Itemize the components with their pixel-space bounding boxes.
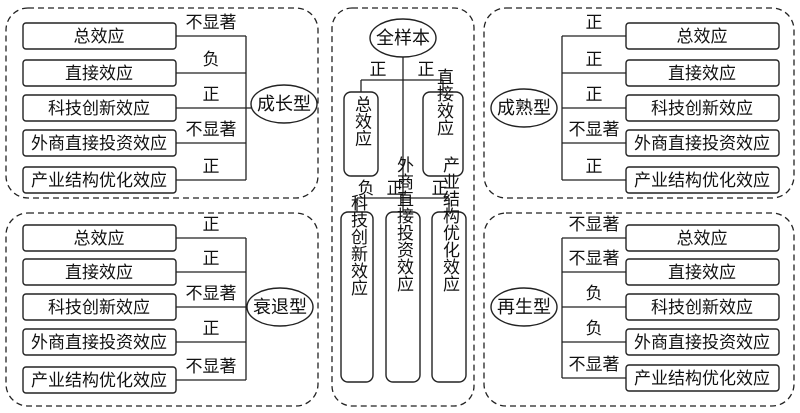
growth-label-2: 直接效应 <box>65 64 133 84</box>
regen-label-1: 总效应 <box>677 229 728 249</box>
decline-sign-4: 正 <box>203 319 220 339</box>
full-sample-label: 全样本 <box>376 28 430 49</box>
decline-sign-1: 正 <box>203 215 220 235</box>
growth-sign-4: 不显著 <box>186 120 237 140</box>
mature-type-node <box>490 88 558 128</box>
decline-box-3 <box>22 293 177 321</box>
regen-box-2 <box>625 258 780 286</box>
mature-box-2 <box>625 59 780 87</box>
full-sample-panel: 全样本 正 正 总效应 直接效应 负 正 正 科技创新效应 外商直接投资效应 产… <box>340 18 467 383</box>
full-sample-panel-frame <box>331 7 475 407</box>
growth-label-1: 总效应 <box>74 27 125 47</box>
mature-box-1 <box>625 22 780 50</box>
regen-panel-frame <box>483 212 795 407</box>
growth-sign-1: 不显著 <box>186 13 237 33</box>
decline-type-node <box>246 287 314 327</box>
decline-sign-5: 不显著 <box>186 357 237 377</box>
mature-box-3 <box>625 94 780 122</box>
mature-label-5: 产业结构优化效应 <box>634 171 770 191</box>
full-total-label: 总效应 <box>351 95 372 146</box>
growth-box-5 <box>22 166 177 194</box>
regen-sign-1: 不显著 <box>569 215 620 235</box>
growth-panel-frame <box>5 7 319 199</box>
regen-box-4 <box>625 328 780 356</box>
regen-sign-5: 不显著 <box>569 355 620 375</box>
mature-panel-frame <box>483 7 795 199</box>
decline-label-5: 产业结构优化效应 <box>31 371 167 391</box>
growth-sign-5: 正 <box>203 157 220 177</box>
regen-type-node <box>490 287 558 327</box>
growth-box-2 <box>22 59 177 87</box>
mature-label-1: 总效应 <box>677 27 728 47</box>
regen-sign-4: 负 <box>586 319 603 339</box>
mature-box-4 <box>625 129 780 157</box>
decline-sign-2: 正 <box>203 249 220 269</box>
regen-box-3 <box>625 293 780 321</box>
regen-label-3: 科技创新效应 <box>651 298 753 318</box>
full-direct-sign: 正 <box>418 60 435 80</box>
full-tech-sign: 负 <box>358 179 375 199</box>
regen-type-label: 再生型 <box>497 297 551 318</box>
full-industry-label: 产业结构优化效应 <box>439 156 460 292</box>
mature-label-2: 直接效应 <box>668 64 736 84</box>
mature-panel: 成熟型 总效应 正 直接效应 正 科技创新效应 正 外商直接投资效应 不显著 产… <box>490 13 780 194</box>
growth-box-1 <box>22 22 177 50</box>
full-fdi-box <box>385 211 421 383</box>
decline-box-2 <box>22 258 177 286</box>
full-industry-sign: 正 <box>432 179 449 199</box>
growth-box-4 <box>22 129 177 157</box>
full-industry-box <box>431 211 467 383</box>
decline-box-1 <box>22 224 177 252</box>
regen-panel: 再生型 总效应 不显著 直接效应 不显著 科技创新效应 负 外商直接投资效应 负… <box>490 215 780 392</box>
decline-box-4 <box>22 328 177 356</box>
growth-label-5: 产业结构优化效应 <box>31 171 167 191</box>
growth-sign-3: 正 <box>203 85 220 105</box>
growth-type-node <box>250 84 318 124</box>
growth-box-3 <box>22 94 177 122</box>
mature-sign-4: 不显著 <box>569 120 620 140</box>
mature-type-label: 成熟型 <box>497 98 551 119</box>
decline-label-1: 总效应 <box>74 229 125 249</box>
mature-box-5 <box>625 166 780 194</box>
regen-label-2: 直接效应 <box>668 263 736 283</box>
growth-sign-2: 负 <box>203 50 220 70</box>
decline-type-label: 衰退型 <box>253 297 307 318</box>
full-fdi-label: 外商直接投资效应 <box>393 156 414 292</box>
growth-panel: 成长型 总效应 不显著 直接效应 负 科技创新效应 正 外商直接投资效应 不显著… <box>22 13 318 194</box>
decline-label-4: 外商直接投资效应 <box>31 333 167 353</box>
decline-label-3: 科技创新效应 <box>48 298 150 318</box>
regen-box-1 <box>625 224 780 252</box>
growth-label-3: 科技创新效应 <box>48 99 150 119</box>
regen-label-5: 产业结构优化效应 <box>634 369 770 389</box>
full-tech-box <box>340 211 374 383</box>
mature-label-3: 科技创新效应 <box>651 99 753 119</box>
mature-sign-5: 正 <box>586 157 603 177</box>
decline-box-5 <box>22 366 177 394</box>
decline-sign-3: 不显著 <box>186 284 237 304</box>
decline-panel-frame <box>5 212 319 407</box>
growth-type-label: 成长型 <box>257 94 311 115</box>
regen-sign-3: 负 <box>586 284 603 304</box>
full-direct-box <box>422 91 464 177</box>
regen-label-4: 外商直接投资效应 <box>634 333 770 353</box>
decline-label-2: 直接效应 <box>65 263 133 283</box>
regen-box-5 <box>625 364 780 392</box>
decline-panel: 衰退型 总效应 正 直接效应 正 科技创新效应 不显著 外商直接投资效应 正 产… <box>22 215 314 394</box>
mature-sign-3: 正 <box>586 85 603 105</box>
full-direct-label: 直接效应 <box>433 68 454 136</box>
mature-sign-1: 正 <box>586 13 603 33</box>
full-tech-label: 科技创新效应 <box>347 194 368 296</box>
regen-sign-2: 不显著 <box>569 249 620 269</box>
full-total-sign: 正 <box>370 60 387 80</box>
mature-sign-2: 正 <box>586 50 603 70</box>
mature-label-4: 外商直接投资效应 <box>634 134 770 154</box>
growth-label-4: 外商直接投资效应 <box>31 134 167 154</box>
full-total-box <box>343 91 379 177</box>
full-fdi-sign: 正 <box>387 179 404 199</box>
